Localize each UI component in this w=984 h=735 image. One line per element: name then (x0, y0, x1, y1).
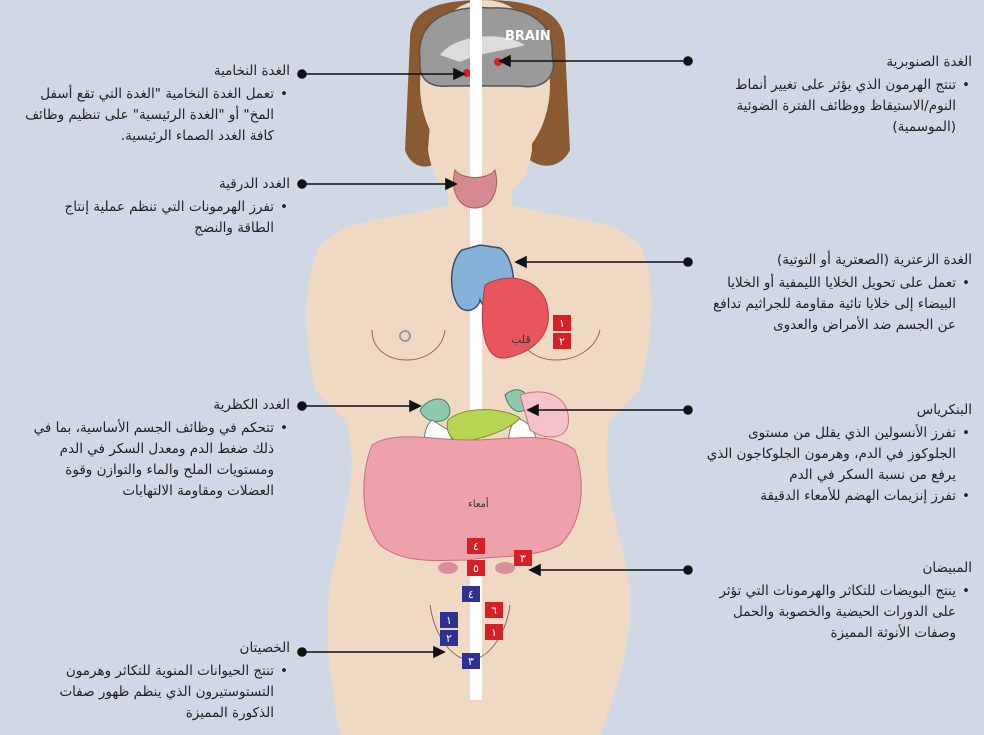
adrenal-bullet-1: تتحكم في وظائف الجسم الأساسية، بما في ذل… (15, 418, 274, 502)
svg-text:١: ١ (491, 626, 497, 639)
svg-text:٣: ٣ (468, 655, 474, 668)
svg-text:١: ١ (446, 614, 452, 627)
pancreas-bullet-1: تفرز الأنسولين الذي يقلل من مستوى الجلوك… (700, 423, 956, 486)
heart-label: قلب (511, 333, 531, 346)
thyroid-bullet-1: تفرز الهرمونات التي تنظم عملية إنتاج الط… (40, 197, 274, 239)
svg-text:٥: ٥ (473, 562, 479, 575)
thyroid-block: الغدد الدرقية تفرز الهرمونات التي تنظم ع… (40, 174, 290, 239)
testes-bullet-1: تنتج الحيوانات المنوية للتكاثر وهرمون ال… (15, 661, 274, 724)
svg-text:٣: ٣ (520, 552, 526, 565)
thymus-bullets: تعمل على تحويل الخلايا الليمفية أو الخلا… (700, 273, 972, 336)
thymus-bullet-1: تعمل على تحويل الخلايا الليمفية أو الخلا… (700, 273, 956, 336)
testes-title: الخصيتان (15, 638, 290, 659)
svg-text:٢: ٢ (446, 632, 452, 645)
ovaries-title: المبيضان (700, 558, 972, 579)
marker-red-5: ٥ (467, 560, 485, 576)
pituitary-title: الغدة النخامية (15, 61, 290, 82)
svg-text:١: ١ (559, 317, 565, 330)
ovaries-bullets: ينتج البويضات للتكاثر والهرمونات التي تؤ… (700, 581, 972, 644)
marker-red-3: ٣ (514, 550, 532, 566)
marker-red-1b: ١ (485, 624, 503, 640)
thymus-title: الغدة الزعترية (الصعترية أو التوتية) (700, 250, 972, 271)
svg-text:٦: ٦ (491, 604, 497, 617)
pancreas-block: البنكرياس تفرز الأنسولين الذي يقلل من مس… (700, 400, 972, 507)
pituitary-bullets: تعمل الغدة النخامية "الغدة التي تقع أسفل… (15, 84, 290, 147)
thymus-block: الغدة الزعترية (الصعترية أو التوتية) تعم… (700, 250, 972, 336)
pineal-title: الغدة الصنوبرية (700, 52, 972, 73)
pituitary-block: الغدة النخامية تعمل الغدة النخامية "الغد… (15, 61, 290, 147)
marker-red-1: ١ (553, 315, 571, 331)
marker-blue-1: ١ (440, 612, 458, 628)
ovary-left (438, 562, 458, 574)
marker-blue-4: ٤ (462, 586, 480, 602)
marker-blue-2: ٢ (440, 630, 458, 646)
pineal-bullet-1: تنتج الهرمون الذي يؤثر على تغيير أنماط ا… (700, 75, 956, 138)
testes-bullets: تنتج الحيوانات المنوية للتكاثر وهرمون ال… (15, 661, 290, 724)
pituitary-bullet-1: تعمل الغدة النخامية "الغدة التي تقع أسفل… (15, 84, 274, 147)
pineal-bullets: تنتج الهرمون الذي يؤثر على تغيير أنماط ا… (700, 75, 972, 138)
svg-text:٤: ٤ (473, 540, 479, 553)
pancreas-bullets: تفرز الأنسولين الذي يقلل من مستوى الجلوك… (700, 423, 972, 507)
ovaries-block: المبيضان ينتج البويضات للتكاثر والهرمونا… (700, 558, 972, 644)
marker-blue-3: ٣ (462, 653, 480, 669)
pancreas-bullet-2: تفرز إنزيمات الهضم للأمعاء الدقيقة (700, 486, 956, 507)
svg-text:٢: ٢ (559, 335, 565, 348)
adrenal-block: الغدد الكظرية تتحكم في وظائف الجسم الأسا… (15, 395, 290, 502)
ovary-right (495, 562, 515, 574)
adrenal-title: الغدد الكظرية (15, 395, 290, 416)
marker-red-4: ٤ (467, 538, 485, 554)
intestine-label: أمعاء (468, 497, 489, 510)
testes-block: الخصيتان تنتج الحيوانات المنوية للتكاثر … (15, 638, 290, 724)
marker-red-6: ٦ (485, 602, 503, 618)
ovaries-bullet-1: ينتج البويضات للتكاثر والهرمونات التي تؤ… (700, 581, 956, 644)
adrenal-bullets: تتحكم في وظائف الجسم الأساسية، بما في ذل… (15, 418, 290, 502)
marker-red-2: ٢ (553, 333, 571, 349)
pineal-block: الغدة الصنوبرية تنتج الهرمون الذي يؤثر ع… (700, 52, 972, 138)
thyroid-title: الغدد الدرقية (40, 174, 290, 195)
thyroid-bullets: تفرز الهرمونات التي تنظم عملية إنتاج الط… (40, 197, 290, 239)
pancreas-title: البنكرياس (700, 400, 972, 421)
svg-text:٤: ٤ (468, 588, 474, 601)
brain-label: BRAIN (505, 29, 551, 44)
